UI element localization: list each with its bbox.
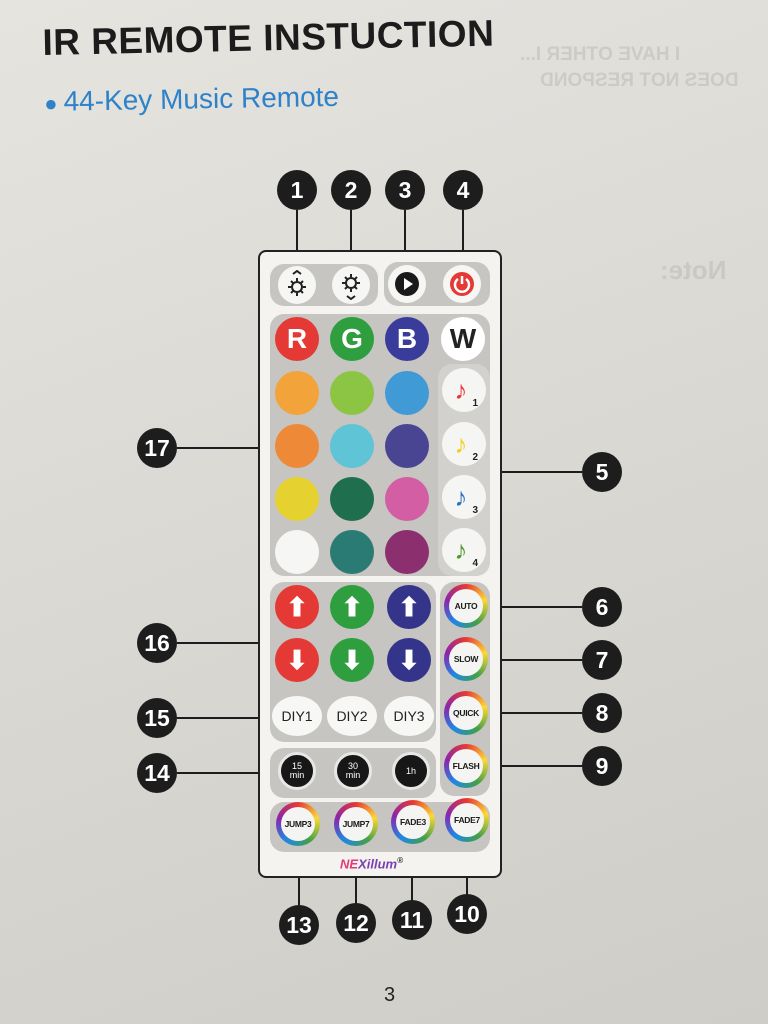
music-mode-number: 2 bbox=[472, 452, 479, 463]
callout-5: 5 bbox=[582, 452, 622, 492]
timer-value: 15 bbox=[291, 761, 302, 771]
arrow-down-icon: ⬇ bbox=[286, 644, 308, 675]
callout-17: 17 bbox=[137, 428, 177, 468]
callout-11: 11 bbox=[392, 900, 432, 940]
jump3-label: JUMP3 bbox=[281, 807, 315, 841]
color-button[interactable] bbox=[330, 477, 374, 521]
music-note-icon: ♪4 bbox=[455, 537, 479, 569]
play-pause-icon bbox=[395, 272, 419, 296]
power-icon bbox=[450, 272, 474, 296]
callout-14: 14 bbox=[137, 753, 177, 793]
music-mode-number: 1 bbox=[472, 398, 479, 409]
callout-2: 2 bbox=[331, 170, 371, 210]
fade7-label: FADE7 bbox=[450, 803, 484, 837]
callout-12: 12 bbox=[336, 903, 376, 943]
fade3-label: FADE3 bbox=[396, 805, 430, 839]
jump7-button[interactable]: JUMP7 bbox=[334, 802, 378, 846]
green-up-button[interactable]: ⬆ bbox=[330, 585, 374, 629]
color-button[interactable] bbox=[330, 371, 374, 415]
flash-button[interactable]: FLASH bbox=[444, 744, 488, 788]
callout-1: 1 bbox=[277, 170, 317, 210]
jump3-button[interactable]: JUMP3 bbox=[276, 802, 320, 846]
green-down-button[interactable]: ⬇ bbox=[330, 638, 374, 682]
diy1-button[interactable]: DIY1 bbox=[272, 696, 322, 736]
callout-15: 15 bbox=[137, 698, 177, 738]
color-button[interactable] bbox=[385, 424, 429, 468]
music-mode-number: 3 bbox=[472, 505, 479, 516]
blue-down-button[interactable]: ⬇ bbox=[387, 638, 431, 682]
auto-label: AUTO bbox=[449, 589, 483, 623]
timer-unit: min bbox=[345, 770, 361, 780]
brightness-down-button[interactable] bbox=[332, 266, 370, 304]
color-button[interactable] bbox=[275, 371, 319, 415]
fade7-button[interactable]: FADE7 bbox=[445, 798, 489, 842]
music-mode-1-button[interactable]: ♪1 bbox=[442, 368, 486, 412]
arrow-up-icon: ⬆ bbox=[341, 591, 363, 622]
callout-13: 13 bbox=[279, 905, 319, 945]
callout-9: 9 bbox=[582, 746, 622, 786]
music-mode-3-button[interactable]: ♪3 bbox=[442, 475, 486, 519]
auto-button[interactable]: AUTO bbox=[444, 584, 488, 628]
timer-unit: min bbox=[289, 770, 305, 780]
timer-1h-button[interactable]: 1h bbox=[392, 752, 430, 790]
music-note-icon: ♪3 bbox=[455, 484, 479, 516]
blue-up-button[interactable]: ⬆ bbox=[387, 585, 431, 629]
white-button[interactable]: W bbox=[441, 317, 485, 361]
timer-value: 30 bbox=[347, 761, 358, 771]
green-button[interactable]: G bbox=[330, 317, 374, 361]
slow-button[interactable]: SLOW bbox=[444, 637, 488, 681]
callout-6: 6 bbox=[582, 587, 622, 627]
slow-label: SLOW bbox=[449, 642, 483, 676]
arrow-down-icon: ⬇ bbox=[398, 644, 420, 675]
brand-logo: NEXillum® bbox=[340, 856, 403, 872]
color-button[interactable] bbox=[330, 424, 374, 468]
callout-10: 10 bbox=[447, 894, 487, 934]
callout-16: 16 bbox=[137, 623, 177, 663]
red-down-button[interactable]: ⬇ bbox=[275, 638, 319, 682]
arrow-up-icon: ⬆ bbox=[398, 591, 420, 622]
color-button[interactable] bbox=[275, 424, 319, 468]
music-mode-number: 4 bbox=[472, 558, 479, 569]
brightness-down-icon bbox=[342, 274, 360, 300]
page-number: 3 bbox=[384, 984, 396, 1006]
color-button[interactable] bbox=[275, 477, 319, 521]
red-button[interactable]: R bbox=[275, 317, 319, 361]
callout-4: 4 bbox=[443, 170, 483, 210]
music-mode-2-button[interactable]: ♪2 bbox=[442, 422, 486, 466]
red-up-button[interactable]: ⬆ bbox=[275, 585, 319, 629]
brightness-up-button[interactable] bbox=[278, 266, 316, 304]
music-note-icon: ♪1 bbox=[455, 377, 479, 409]
quick-label: QUICK bbox=[449, 696, 483, 730]
callout-3: 3 bbox=[385, 170, 425, 210]
callout-7: 7 bbox=[582, 640, 622, 680]
callout-8: 8 bbox=[582, 693, 622, 733]
color-button[interactable] bbox=[385, 477, 429, 521]
blue-button[interactable]: B bbox=[385, 317, 429, 361]
brightness-up-icon bbox=[288, 270, 306, 296]
color-button[interactable] bbox=[385, 371, 429, 415]
music-mode-4-button[interactable]: ♪4 bbox=[442, 528, 486, 572]
color-button[interactable] bbox=[385, 530, 429, 574]
quick-button[interactable]: QUICK bbox=[444, 691, 488, 735]
arrow-up-icon: ⬆ bbox=[286, 591, 308, 622]
diy2-button[interactable]: DIY2 bbox=[327, 696, 377, 736]
diy3-button[interactable]: DIY3 bbox=[384, 696, 434, 736]
power-button[interactable] bbox=[443, 265, 481, 303]
color-button[interactable] bbox=[275, 530, 319, 574]
timer-value: 1h bbox=[405, 765, 416, 776]
play-pause-button[interactable] bbox=[388, 265, 426, 303]
color-button[interactable] bbox=[330, 530, 374, 574]
fade3-button[interactable]: FADE3 bbox=[391, 800, 435, 844]
music-note-icon: ♪2 bbox=[455, 431, 479, 463]
jump7-label: JUMP7 bbox=[339, 807, 373, 841]
arrow-down-icon: ⬇ bbox=[341, 644, 363, 675]
flash-label: FLASH bbox=[449, 749, 483, 783]
